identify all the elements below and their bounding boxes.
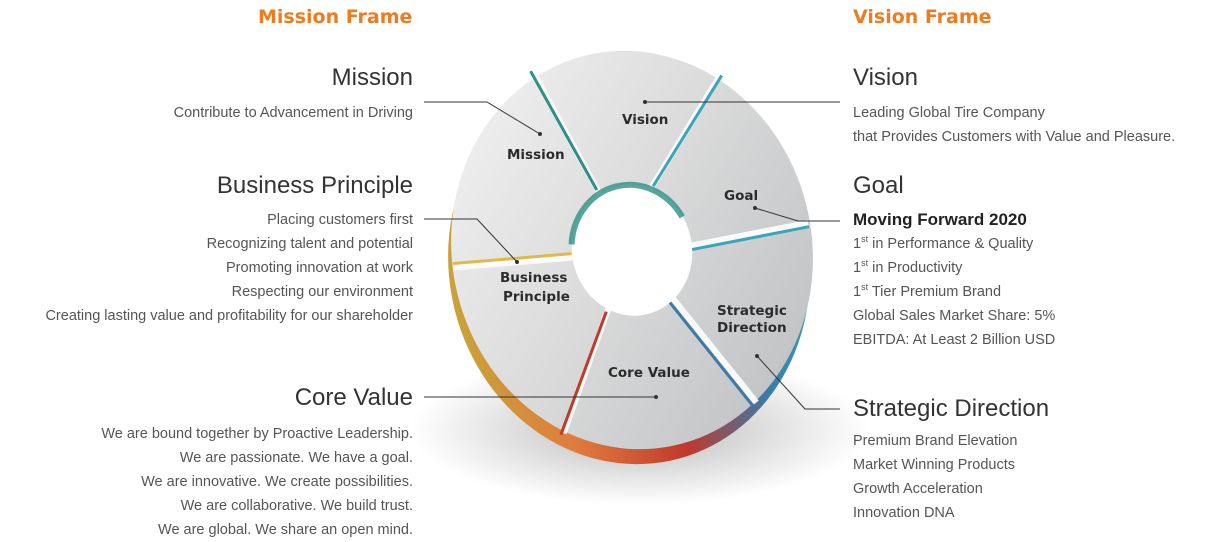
- ordinal-suffix: st: [861, 258, 869, 269]
- core-value-title: Core Value: [294, 384, 413, 411]
- list-item: Recognizing talent and potential: [206, 236, 413, 252]
- wheel-label-business-1: Business: [500, 270, 567, 286]
- list-item: Premium Brand Elevation: [853, 433, 1018, 449]
- list-item: Global Sales Market Share: 5%: [853, 308, 1056, 324]
- item-text: in Performance & Quality: [868, 236, 1034, 252]
- leader-goal: [754, 207, 840, 222]
- dot-strategic-direction: [755, 354, 759, 358]
- accent-strategic: [690, 225, 810, 252]
- list-item: We are collaborative. We build trust.: [180, 498, 413, 514]
- wheel-label-business-2: Principle: [503, 289, 570, 305]
- dot-core-value: [654, 395, 658, 399]
- goal-subtitle: Moving Forward 2020: [853, 210, 1027, 229]
- hole-inner-rim: [568, 181, 685, 245]
- item-text: Tier Premium Brand: [868, 284, 1002, 300]
- vision-line: Leading Global Tire Company: [853, 105, 1045, 121]
- leader-business-principle: [424, 218, 518, 263]
- goal-title: Goal: [853, 172, 904, 199]
- mission-text: Contribute to Advancement in Driving: [173, 105, 413, 121]
- wheel-hole: [571, 184, 693, 316]
- leader-strategic-direction: [756, 355, 840, 410]
- goal-list: Moving Forward 2020 1st in Performance &…: [853, 208, 1055, 352]
- accent-business: [559, 311, 608, 436]
- wheel-label-goal: Goal: [724, 188, 758, 204]
- list-item: 1st in Productivity: [853, 256, 1055, 280]
- accent-vision: [529, 70, 599, 191]
- vision-line: that Provides Customers with Value and P…: [853, 129, 1176, 145]
- mission-title: Mission: [331, 64, 413, 91]
- item-text: in Productivity: [868, 260, 963, 276]
- list-item: Respecting our environment: [231, 284, 413, 300]
- business-principle-title: Business Principle: [216, 172, 413, 199]
- wheel-label-strategic-1: Strategic: [717, 303, 787, 319]
- list-item: Creating lasting value and profitability…: [45, 308, 413, 324]
- list-item: We are global. We share an open mind.: [158, 522, 413, 538]
- strategic-direction-list: Premium Brand Elevation Market Winning P…: [853, 429, 1017, 525]
- divider-business-mission: [453, 254, 573, 271]
- business-principle-list: Placing customers first Recognizing tale…: [45, 208, 413, 328]
- list-item: Placing customers first: [267, 212, 413, 228]
- mission-frame-header: Mission Frame: [258, 6, 413, 28]
- list-item: Growth Acceleration: [853, 481, 983, 497]
- dot-mission: [538, 132, 542, 136]
- list-item: Promoting innovation at work: [226, 260, 413, 276]
- ordinal-number: 1: [853, 284, 862, 300]
- wheel-label-mission: Mission: [507, 147, 565, 163]
- list-item: 1st Tier Premium Brand: [853, 280, 1055, 304]
- strategic-direction-title: Strategic Direction: [853, 395, 1050, 422]
- ordinal-number: 1: [853, 260, 862, 276]
- accent-core: [665, 297, 755, 408]
- dot-goal: [753, 206, 757, 210]
- list-item: We are bound together by Proactive Leade…: [101, 426, 413, 442]
- list-item: Innovation DNA: [853, 505, 955, 521]
- divider-strategic-core: [667, 293, 759, 405]
- dot-vision: [643, 100, 647, 104]
- ordinal-suffix: st: [861, 234, 869, 245]
- vision-title: Vision: [853, 64, 918, 91]
- dot-business-principle: [515, 260, 519, 264]
- vision-text: Leading Global Tire Company that Provide…: [853, 101, 1175, 149]
- ordinal-number: 1: [853, 236, 862, 252]
- wheel-label-vision: Vision: [622, 112, 668, 128]
- list-item: Market Winning Products: [853, 457, 1015, 473]
- ordinal-suffix: st: [861, 282, 869, 293]
- mission-block: Mission: [332, 64, 413, 92]
- list-item: 1st in Performance & Quality: [853, 232, 1055, 256]
- core-value-list: We are bound together by Proactive Leade…: [101, 422, 413, 542]
- wheel-label-core-value: Core Value: [608, 365, 690, 381]
- list-item: We are innovative. We create possibiliti…: [141, 474, 413, 490]
- list-item: EBITDA: At Least 2 Billion USD: [853, 332, 1056, 348]
- accent-mission: [452, 252, 572, 266]
- vision-frame-header: Vision Frame: [853, 6, 992, 28]
- accent-goal: [651, 74, 723, 187]
- leader-mission: [424, 101, 541, 135]
- wheel-label-strategic-2: Direction: [717, 320, 787, 336]
- divider-goal-strategic: [689, 219, 809, 249]
- list-item: We are passionate. We have a goal.: [179, 450, 413, 466]
